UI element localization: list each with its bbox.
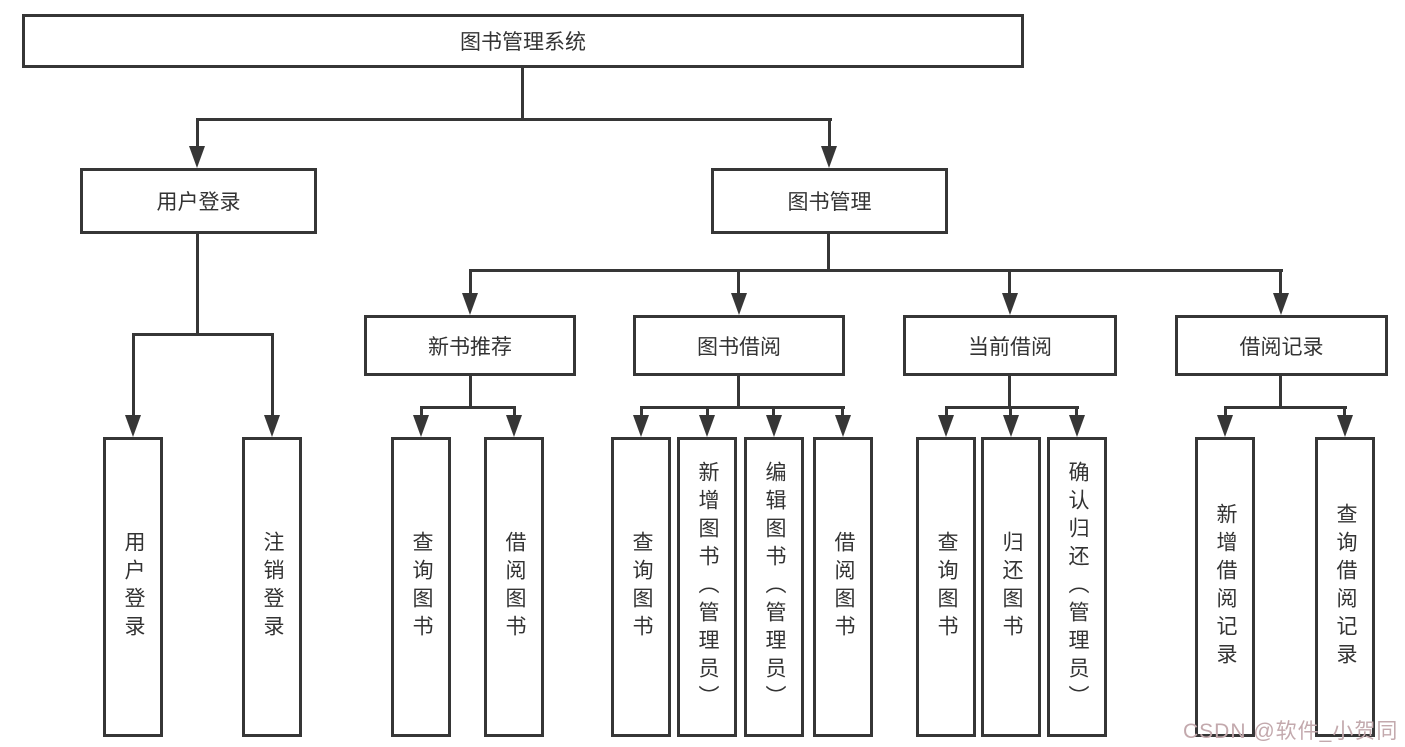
connector-line bbox=[1279, 269, 1282, 296]
connector-line bbox=[828, 118, 831, 150]
connector-line bbox=[132, 333, 274, 336]
connector-line bbox=[196, 118, 199, 150]
connector-line bbox=[196, 233, 199, 336]
connector-line bbox=[469, 269, 472, 296]
connector-line bbox=[469, 376, 472, 409]
connector-line bbox=[1224, 406, 1347, 409]
connector-line bbox=[1008, 269, 1011, 296]
connector-line bbox=[1343, 406, 1346, 418]
connector-line bbox=[196, 118, 832, 121]
node-library-management-system: 图书管理系统 bbox=[22, 14, 1024, 68]
connector-line bbox=[737, 376, 740, 409]
arrow-down-icon bbox=[633, 415, 649, 437]
leaf-user-login: 用户登录 bbox=[103, 437, 163, 737]
connector-line bbox=[945, 406, 948, 418]
csdn-watermark: CSDN @软件_小贺同学 bbox=[1183, 720, 1399, 743]
arrow-down-icon bbox=[1337, 415, 1353, 437]
leaf-add-borrow-record: 新增借阅记录 bbox=[1195, 437, 1255, 737]
connector-line bbox=[827, 233, 830, 272]
arrow-down-icon bbox=[1002, 293, 1018, 315]
connector-line bbox=[706, 406, 709, 418]
arrow-down-icon bbox=[938, 415, 954, 437]
connector-line bbox=[772, 406, 775, 418]
node-new-book-recommend: 新书推荐 bbox=[364, 315, 576, 376]
connector-line bbox=[945, 406, 1079, 409]
arrow-down-icon bbox=[835, 415, 851, 437]
leaf-return-books: 归还图书 bbox=[981, 437, 1041, 737]
connector-line bbox=[1008, 376, 1011, 409]
arrow-down-icon bbox=[1273, 293, 1289, 315]
connector-line bbox=[1009, 406, 1012, 418]
connector-line bbox=[420, 406, 423, 418]
leaf-borrow-books-recommend: 借阅图书 bbox=[484, 437, 544, 737]
arrow-down-icon bbox=[506, 415, 522, 437]
arrow-down-icon bbox=[731, 293, 747, 315]
connector-line bbox=[132, 333, 135, 418]
connector-line bbox=[513, 406, 516, 418]
leaf-borrow-books: 借阅图书 bbox=[813, 437, 873, 737]
arrow-down-icon bbox=[413, 415, 429, 437]
leaf-logout: 注销登录 bbox=[242, 437, 302, 737]
leaf-query-books-borrow: 查询图书 bbox=[611, 437, 671, 737]
leaf-query-books-recommend: 查询图书 bbox=[391, 437, 451, 737]
node-current-borrow: 当前借阅 bbox=[903, 315, 1117, 376]
arrow-down-icon bbox=[699, 415, 715, 437]
leaf-add-books-admin: 新增图书（管理员） bbox=[677, 437, 737, 737]
arrow-down-icon bbox=[125, 415, 141, 437]
connector-line bbox=[1224, 406, 1227, 418]
connector-line bbox=[1279, 376, 1282, 409]
connector-line bbox=[271, 333, 274, 418]
arrow-down-icon bbox=[766, 415, 782, 437]
arrow-down-icon bbox=[189, 146, 205, 168]
arrow-down-icon bbox=[1069, 415, 1085, 437]
leaf-query-borrow-record: 查询借阅记录 bbox=[1315, 437, 1375, 737]
arrow-down-icon bbox=[462, 293, 478, 315]
connector-line bbox=[640, 406, 845, 409]
arrow-down-icon bbox=[1003, 415, 1019, 437]
node-book-borrow: 图书借阅 bbox=[633, 315, 845, 376]
leaf-confirm-return-admin: 确认归还（管理员） bbox=[1047, 437, 1107, 737]
leaf-query-books-current: 查询图书 bbox=[916, 437, 976, 737]
connector-line bbox=[469, 269, 1283, 272]
node-borrow-records: 借阅记录 bbox=[1175, 315, 1388, 376]
arrow-down-icon bbox=[821, 146, 837, 168]
arrow-down-icon bbox=[264, 415, 280, 437]
connector-line bbox=[1075, 406, 1078, 418]
connector-line bbox=[640, 406, 643, 418]
node-user-login: 用户登录 bbox=[80, 168, 317, 234]
arrow-down-icon bbox=[1217, 415, 1233, 437]
node-book-management: 图书管理 bbox=[711, 168, 948, 234]
connector-line bbox=[841, 406, 844, 418]
leaf-edit-books-admin: 编辑图书（管理员） bbox=[744, 437, 804, 737]
connector-line bbox=[737, 269, 740, 296]
connector-line bbox=[420, 406, 516, 409]
connector-line bbox=[521, 67, 524, 120]
